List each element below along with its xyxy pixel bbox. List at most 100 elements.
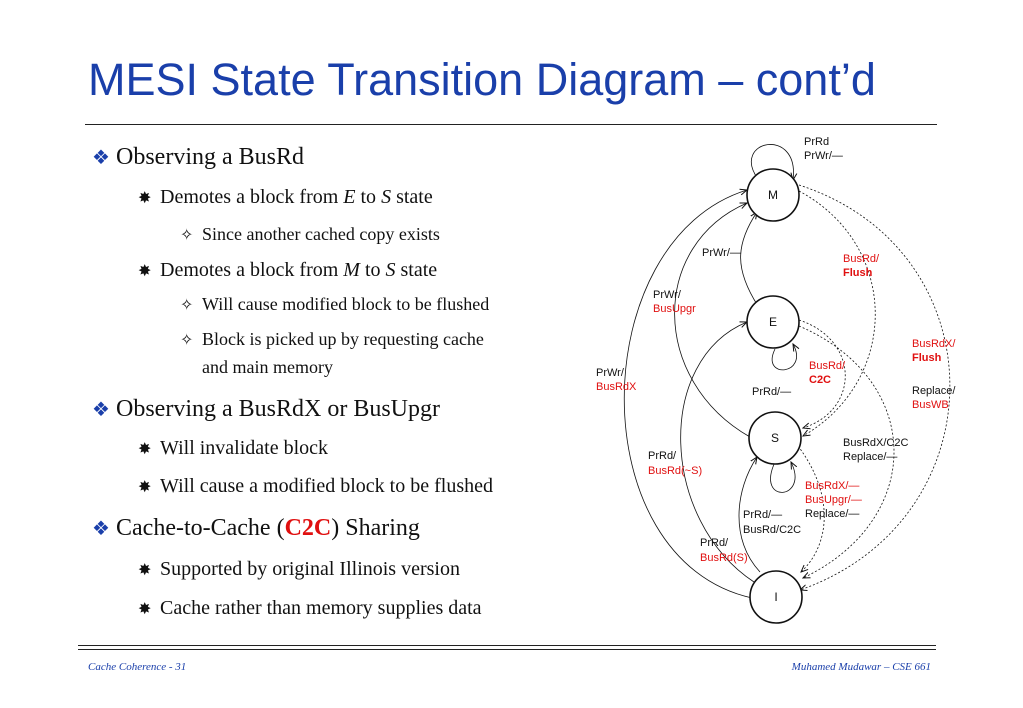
bullet-flushed: ✧ Will cause modified block to be flushed [180, 291, 489, 319]
state-m-label: M [768, 188, 778, 202]
state-m: M [343, 259, 360, 281]
label-i-to-m-1: PrWr/ [596, 367, 625, 379]
e-to-m-arrow [740, 212, 759, 307]
label-s-self-2: BusRd/C2C [743, 524, 801, 536]
state-e-node: E [746, 295, 800, 349]
label-i-to-m-2: BusRdX [596, 381, 637, 393]
bullet-text: Supported by original Illinois version [160, 558, 460, 580]
bullet-busrd: ❖ Observing a BusRd [92, 144, 304, 171]
bullet-demote-m-s: ✸ Demotes a block from M to S state [138, 259, 437, 282]
state-i-node: I [749, 570, 803, 624]
bullet-text: Demotes a block from [160, 186, 344, 208]
bullet-text: Will invalidate block [160, 437, 329, 459]
label-m-self-1: PrRd [804, 136, 829, 148]
star-bullet-icon: ✸ [138, 441, 152, 458]
star-bullet-icon: ✸ [138, 263, 152, 280]
bullet-text: Demotes a block from [160, 259, 344, 281]
bullet-c2c: ❖ Cache-to-Cache (C2C) Sharing [92, 515, 420, 542]
bullet-cache-supplies: ✸ Cache rather than memory supplies data [138, 597, 482, 620]
state-i-label: I [774, 590, 777, 604]
bullet-text: state [391, 186, 433, 208]
label-m-to-i-3: Replace/ [912, 385, 956, 397]
label-i-to-s-2: BusRd(~S) [648, 465, 702, 477]
bullet-text: Block is picked up by requesting cache [202, 329, 484, 349]
sparkle-bullet-icon: ✧ [180, 227, 194, 244]
bullet-text: Since another cached copy exists [202, 224, 440, 244]
label-i-to-e-1: PrRd/ [700, 537, 729, 549]
label-s-to-i-3: Replace/— [805, 508, 859, 520]
star-bullet-icon: ✸ [138, 601, 152, 618]
label-e-to-s-2: C2C [809, 374, 831, 386]
e-self-loop [772, 344, 796, 371]
state-e-label: E [769, 315, 777, 329]
m-to-i-arrow [799, 184, 951, 590]
e-to-i-arrow [798, 325, 895, 578]
diamond-bullet-icon: ❖ [92, 518, 110, 540]
label-m-to-i-1: BusRdX/ [912, 338, 956, 350]
bullet-text: and main memory [202, 357, 333, 377]
label-m-to-s-1: BusRd/ [843, 253, 880, 265]
bullet-text: Cache-to-Cache ( [116, 515, 285, 541]
star-bullet-icon: ✸ [138, 562, 152, 579]
label-e-to-i-2: Replace/— [843, 451, 897, 463]
bullet-modified-flushed: ✸ Will cause a modified block to be flush… [138, 475, 493, 498]
bullet-illinois: ✸ Supported by original Illinois version [138, 558, 460, 581]
e-to-s-arrow [798, 319, 846, 428]
label-m-to-s-2: Flush [843, 267, 873, 279]
label-s-to-m-2: BusUpgr [653, 303, 696, 315]
bullet-invalidate: ✸ Will invalidate block [138, 437, 328, 460]
state-m-node: M [746, 168, 800, 222]
label-s-self-1: PrRd/— [743, 509, 782, 521]
sparkle-bullet-icon: ✧ [180, 332, 194, 349]
m-self-loop [751, 144, 793, 180]
bullet-text: state [395, 259, 438, 281]
state-e: E [343, 186, 356, 208]
label-s-to-i-1: BusRdX/— [805, 480, 859, 492]
footer-left: Cache Coherence - 31 [88, 661, 187, 673]
bullet-text: Will cause modified block to be flushed [202, 294, 490, 314]
state-s-node: S [748, 411, 802, 465]
state-s: S [381, 186, 392, 208]
bullet-picked-up: ✧Block is picked up by requesting cache … [180, 326, 484, 380]
c2c-highlight: C2C [284, 515, 332, 541]
label-e-self: PrRd/— [752, 386, 791, 398]
state-s: S [385, 259, 396, 281]
label-i-to-e-2: BusRd(S) [700, 552, 748, 564]
star-bullet-icon: ✸ [138, 479, 152, 496]
footer-right: Muhamed Mudawar – CSE 661 [791, 661, 931, 673]
footer-divider-2 [78, 649, 936, 650]
label-m-to-i-4: BusWB [912, 399, 949, 411]
bullet-text: to [359, 259, 386, 281]
label-e-to-m: PrWr/— [702, 247, 741, 259]
bullet-text: ) Sharing [331, 515, 420, 541]
star-bullet-icon: ✸ [138, 190, 152, 207]
bullet-text: Will cause a modified block to be flushe… [160, 475, 493, 497]
s-to-i-arrow [797, 445, 825, 572]
bullet-another-copy: ✧ Since another cached copy exists [180, 221, 440, 249]
label-m-to-i-2: Flush [912, 352, 942, 364]
label-e-to-s-1: BusRd/ [809, 360, 846, 372]
label-s-to-i-2: BusUpgr/— [805, 494, 862, 506]
m-to-s-arrow [798, 190, 876, 436]
bullet-text: Observing a BusRdX or BusUpgr [116, 396, 440, 422]
bullet-busrdx: ❖ Observing a BusRdX or BusUpgr [92, 396, 440, 423]
bullet-text: Cache rather than memory supplies data [160, 597, 482, 619]
diamond-bullet-icon: ❖ [92, 147, 110, 169]
label-i-to-s-1: PrRd/ [648, 450, 677, 462]
bullet-text: to [355, 186, 382, 208]
label-e-to-i-1: BusRdX/C2C [843, 437, 908, 449]
bullet-text: Observing a BusRd [116, 144, 304, 170]
i-to-s-arrow [738, 457, 761, 573]
i-to-e-arrow [680, 322, 755, 583]
slide-title: MESI State Transition Diagram – cont’d [88, 54, 876, 105]
diamond-bullet-icon: ❖ [92, 399, 110, 421]
s-self-loop [770, 462, 796, 493]
bullet-demote-e-s: ✸ Demotes a block from E to S state [138, 186, 433, 209]
title-divider [85, 124, 937, 125]
label-s-to-m-1: PrWr/ [653, 289, 682, 301]
sparkle-bullet-icon: ✧ [180, 297, 194, 314]
footer-divider-1 [78, 645, 936, 646]
label-m-self-2: PrWr/— [804, 150, 843, 162]
state-s-label: S [771, 431, 779, 445]
